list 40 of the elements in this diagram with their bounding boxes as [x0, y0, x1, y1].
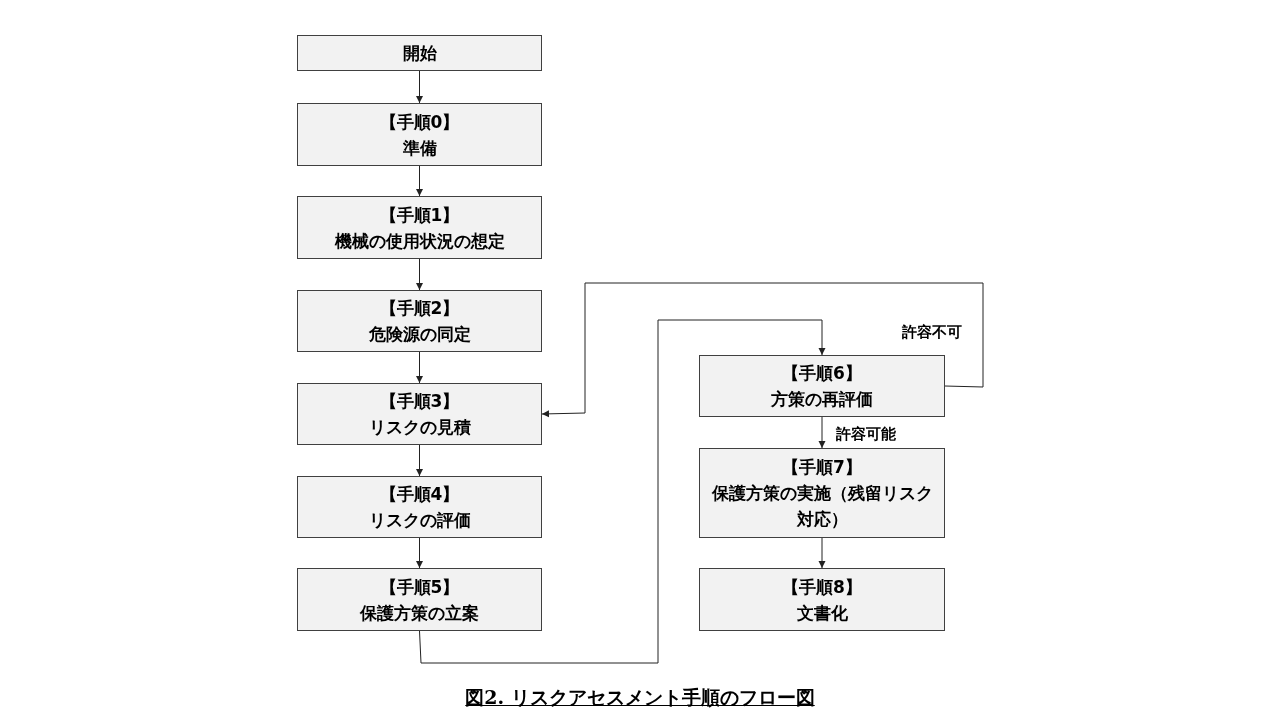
step-heading: 【手順5】 — [379, 575, 460, 599]
arrow — [818, 416, 826, 449]
arrow — [416, 165, 423, 197]
arrow — [416, 70, 423, 104]
process-box — [297, 196, 542, 259]
process-box — [297, 103, 542, 166]
step-text: 方策の再評価 — [771, 388, 873, 411]
process-box — [297, 290, 542, 352]
process-box — [297, 568, 542, 631]
step-text: 機械の使用状況の想定 — [334, 229, 505, 253]
step-text: 危険源の同定 — [368, 323, 471, 346]
arrow — [416, 258, 423, 291]
arrow — [416, 537, 423, 569]
step-heading: 【手順2】 — [379, 297, 460, 320]
step-text: 準備 — [402, 136, 437, 160]
step-text: 開始 — [402, 42, 437, 65]
process-box — [699, 568, 945, 631]
process-box — [699, 355, 945, 417]
process-box — [297, 476, 542, 538]
step-text: リスクの見積 — [368, 416, 471, 439]
step-text: リスクの評価 — [368, 509, 471, 532]
step-heading: 【手順8】 — [782, 575, 862, 599]
arrow — [541, 282, 984, 418]
step-heading: 【手順1】 — [379, 203, 460, 227]
process-box — [699, 448, 945, 538]
step-heading: 【手順0】 — [379, 110, 460, 134]
step-text: 文書化 — [796, 601, 848, 625]
arrow — [419, 319, 826, 664]
step-text: 保護方策の実施（残留リスク対応） — [710, 482, 934, 531]
process-box — [297, 35, 542, 71]
step-heading: 【手順6】 — [782, 362, 862, 385]
step-heading: 【手順4】 — [379, 483, 460, 506]
process-box — [297, 383, 542, 445]
arrow — [416, 351, 423, 384]
arrow — [818, 537, 826, 569]
arrow — [416, 444, 423, 477]
step-heading: 【手順7】 — [782, 456, 862, 479]
caption: 図2. リスクアセスメント手順のフロー図 — [464, 685, 816, 710]
step-heading: 【手順3】 — [379, 390, 460, 413]
step-text: 保護方策の立案 — [360, 601, 479, 625]
